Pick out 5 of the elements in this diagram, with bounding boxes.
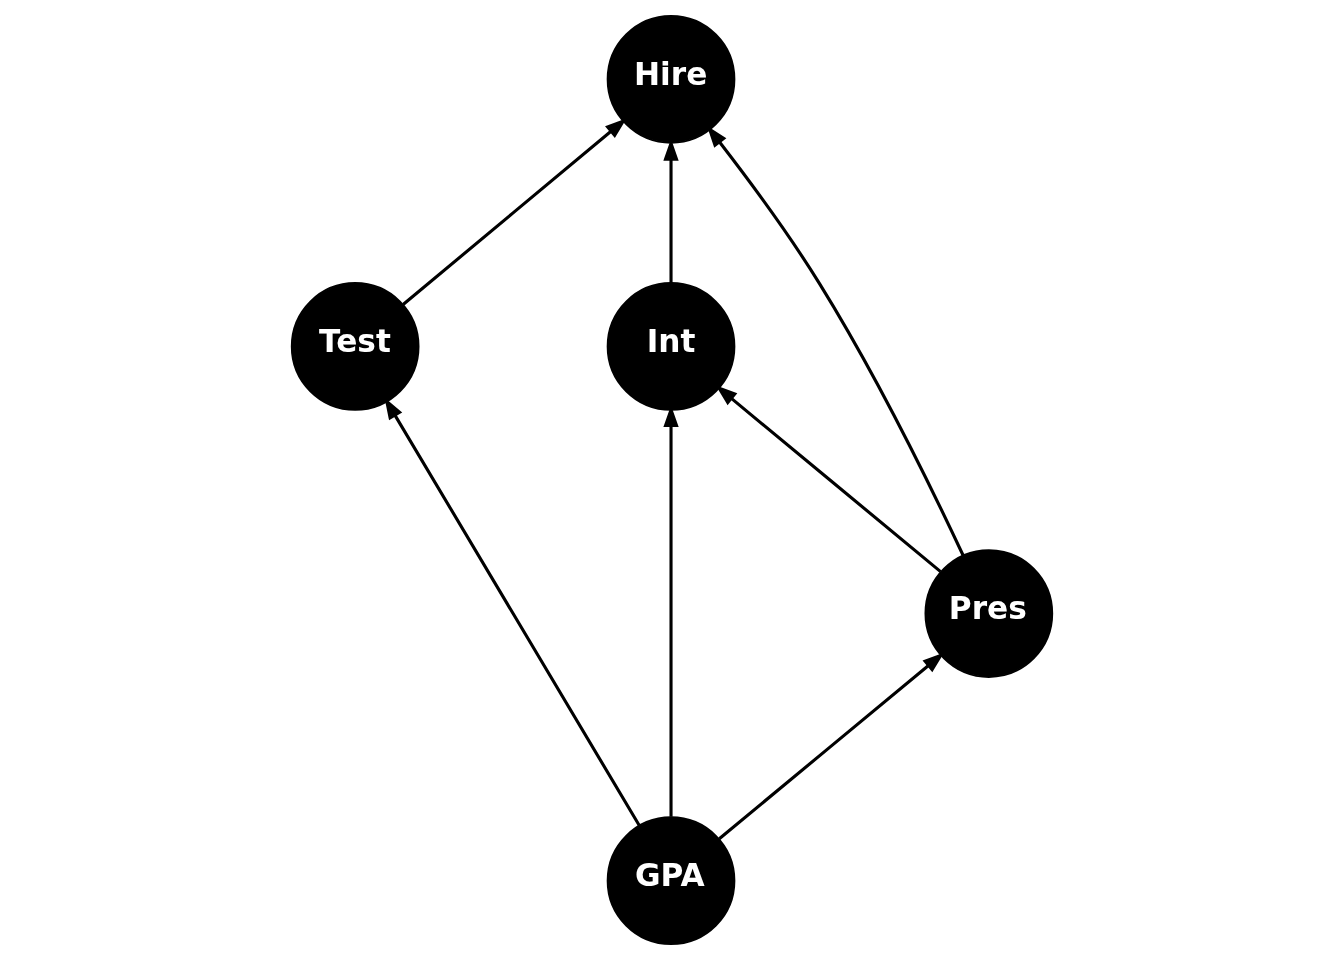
arrow — [718, 652, 945, 840]
arrow — [715, 385, 942, 573]
arrow — [402, 118, 627, 306]
node-circle: GPA — [606, 816, 736, 945]
node-circle: Test — [290, 282, 420, 411]
